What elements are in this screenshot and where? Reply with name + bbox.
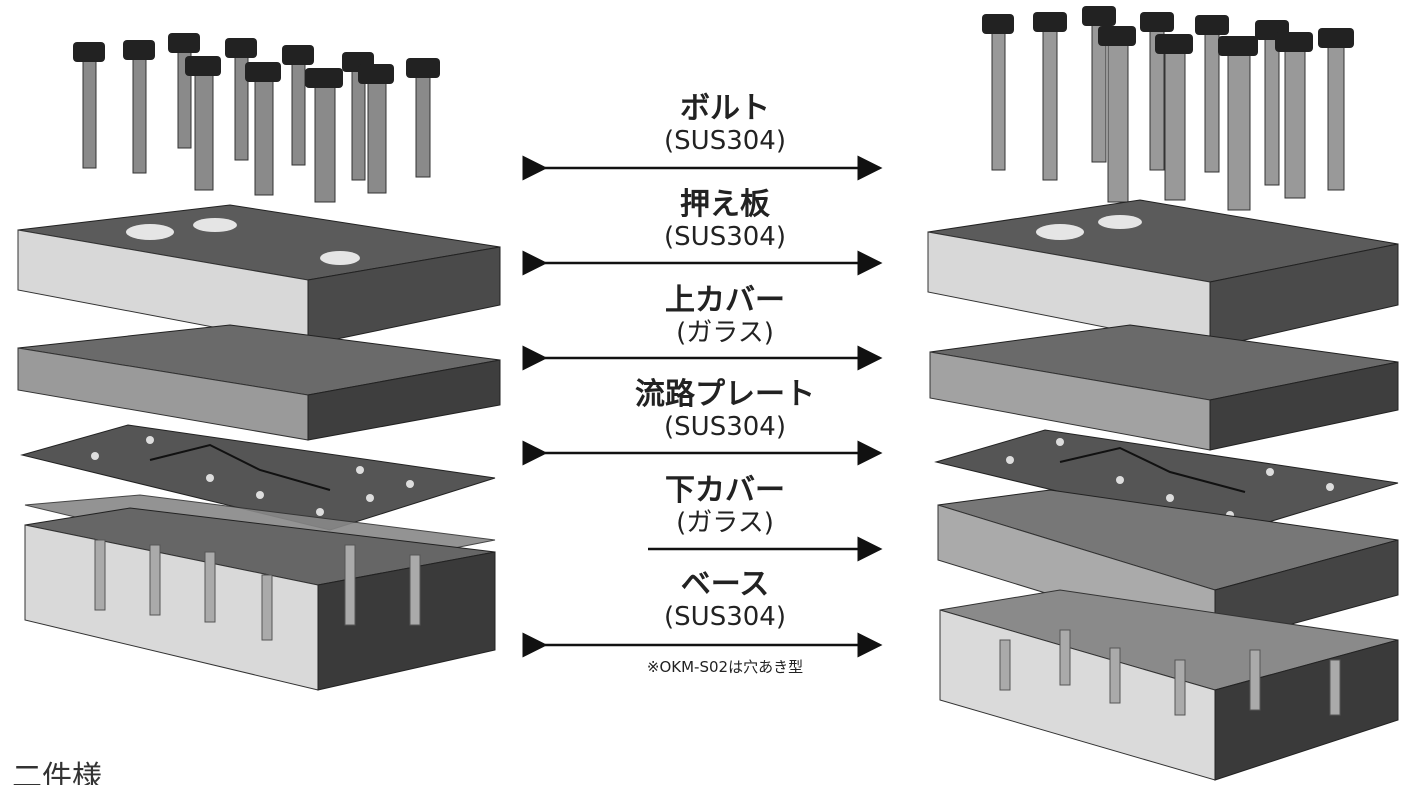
layer-material: (ガラス)	[676, 318, 774, 348]
label-upper-cover: 上カバー (ガラス)	[560, 283, 890, 349]
right-bolts	[982, 6, 1354, 211]
label-base: ベース (SUS304)	[560, 567, 890, 633]
layer-name: 押え板	[680, 187, 770, 222]
left-upper-cover	[17, 324, 501, 441]
layer-name: 流路プレート	[635, 377, 815, 412]
label-bolt: ボルト (SUS304)	[560, 91, 890, 157]
layer-material: (SUS304)	[664, 412, 786, 442]
left-bolts	[73, 33, 440, 203]
left-base	[24, 507, 496, 691]
layer-name: ボルト	[680, 91, 770, 126]
layer-name: 上カバー	[665, 283, 785, 318]
footnote: ※OKM-S02は穴あき型	[646, 658, 804, 676]
arrows	[522, 155, 883, 658]
right-upper-cover	[929, 324, 1399, 451]
right-press-plate	[927, 199, 1399, 349]
left-press-plate	[17, 204, 501, 346]
right-assembly	[927, 6, 1399, 781]
right-flow-plate	[934, 429, 1399, 534]
cropped-heading: 二件様	[12, 760, 102, 785]
label-lower-cover: 下カバー (ガラス)	[560, 473, 890, 539]
label-press-plate: 押え板 (SUS304)	[560, 187, 890, 253]
layer-material: (SUS304)	[664, 222, 786, 252]
left-assembly	[17, 33, 501, 691]
right-base	[939, 589, 1399, 781]
label-flow-plate: 流路プレート (SUS304)	[560, 377, 890, 443]
layer-material: (SUS304)	[664, 602, 786, 632]
layer-name: 下カバー	[665, 473, 785, 508]
layer-name: ベース	[680, 567, 770, 602]
layer-material: (SUS304)	[664, 126, 786, 156]
layer-material: (ガラス)	[676, 508, 774, 538]
left-flow-plate	[20, 424, 496, 531]
